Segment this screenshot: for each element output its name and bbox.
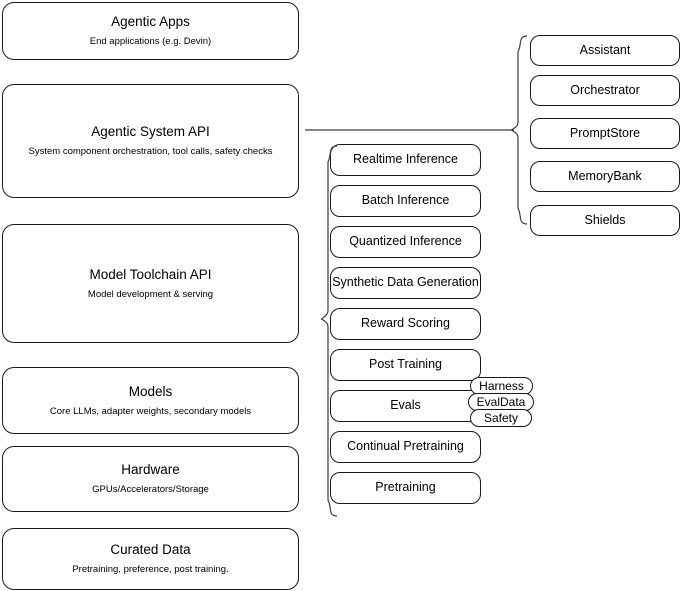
agentic-system-item-label: Assistant: [579, 42, 631, 57]
toolchain-item-label: Batch Inference: [361, 193, 450, 208]
evals-tag-label: Safety: [483, 411, 519, 425]
agentic-system-item-shields[interactable]: Shields: [530, 205, 680, 236]
layer-title: Model Toolchain API: [89, 266, 212, 282]
layer-subtitle: System component orchestration, tool cal…: [28, 146, 273, 157]
evals-tag-label: EvalData: [476, 395, 526, 409]
layer-models[interactable]: Models Core LLMs, adapter weights, secon…: [2, 367, 299, 434]
agentic-system-item-promptstore[interactable]: PromptStore: [530, 118, 680, 149]
layer-agentic-system-api[interactable]: Agentic System API System component orch…: [2, 84, 299, 198]
layer-subtitle: GPUs/Accelerators/Storage: [92, 484, 209, 495]
agentic-system-item-label: Orchestrator: [570, 82, 640, 97]
evals-tag-label: Harness: [479, 379, 524, 393]
toolchain-item-label: Synthetic Data Generation: [332, 275, 479, 290]
brace-agentic-system: [510, 35, 528, 225]
toolchain-item-pretraining[interactable]: Pretraining: [330, 472, 481, 504]
toolchain-item-continual-pretraining[interactable]: Continual Pretraining: [330, 431, 481, 463]
agentic-system-item-label: PromptStore: [569, 125, 641, 140]
layer-subtitle: Model development & serving: [87, 288, 214, 300]
agentic-system-item-orchestrator[interactable]: Orchestrator: [530, 75, 680, 106]
toolchain-item-quantized-inference[interactable]: Quantized Inference: [330, 226, 481, 258]
layer-hardware[interactable]: Hardware GPUs/Accelerators/Storage: [2, 446, 299, 512]
layer-model-toolchain-api[interactable]: Model Toolchain API Model development & …: [2, 224, 299, 343]
layer-curated-data[interactable]: Curated Data Pretraining, preference, po…: [2, 528, 299, 590]
agentic-system-item-memorybank[interactable]: MemoryBank: [530, 161, 680, 192]
toolchain-item-label: Quantized Inference: [349, 234, 462, 249]
toolchain-item-synthetic-data-generation[interactable]: Synthetic Data Generation: [330, 267, 481, 299]
layer-title: Hardware: [121, 462, 180, 478]
toolchain-item-post-training[interactable]: Post Training: [330, 349, 481, 381]
toolchain-item-label: Evals: [390, 398, 421, 413]
toolchain-item-evals[interactable]: Evals: [330, 390, 481, 422]
layer-title: Curated Data: [110, 542, 191, 558]
toolchain-item-reward-scoring[interactable]: Reward Scoring: [330, 308, 481, 340]
toolchain-item-label: Reward Scoring: [361, 316, 450, 331]
layer-subtitle: Pretraining, preference, post training.: [72, 564, 229, 575]
layer-agentic-apps[interactable]: Agentic Apps End applications (e.g. Devi…: [2, 2, 299, 60]
agentic-system-item-label: MemoryBank: [568, 168, 642, 183]
agentic-system-item-label: Shields: [584, 212, 626, 227]
toolchain-item-label: Continual Pretraining: [347, 439, 464, 454]
toolchain-item-batch-inference[interactable]: Batch Inference: [330, 185, 481, 217]
toolchain-item-label: Realtime Inference: [353, 152, 458, 167]
toolchain-item-label: Pretraining: [375, 480, 436, 495]
layer-subtitle: Core LLMs, adapter weights, secondary mo…: [49, 405, 252, 417]
layer-title: Agentic System API: [91, 124, 210, 140]
layer-title: Models: [128, 383, 173, 399]
agentic-system-item-assistant[interactable]: Assistant: [530, 35, 680, 66]
evals-tag-safety[interactable]: Safety: [470, 409, 532, 427]
layer-subtitle: End applications (e.g. Devin): [89, 36, 212, 47]
toolchain-item-label: Post Training: [369, 357, 442, 372]
layer-title: Agentic Apps: [111, 14, 190, 30]
toolchain-item-realtime-inference[interactable]: Realtime Inference: [330, 144, 481, 176]
